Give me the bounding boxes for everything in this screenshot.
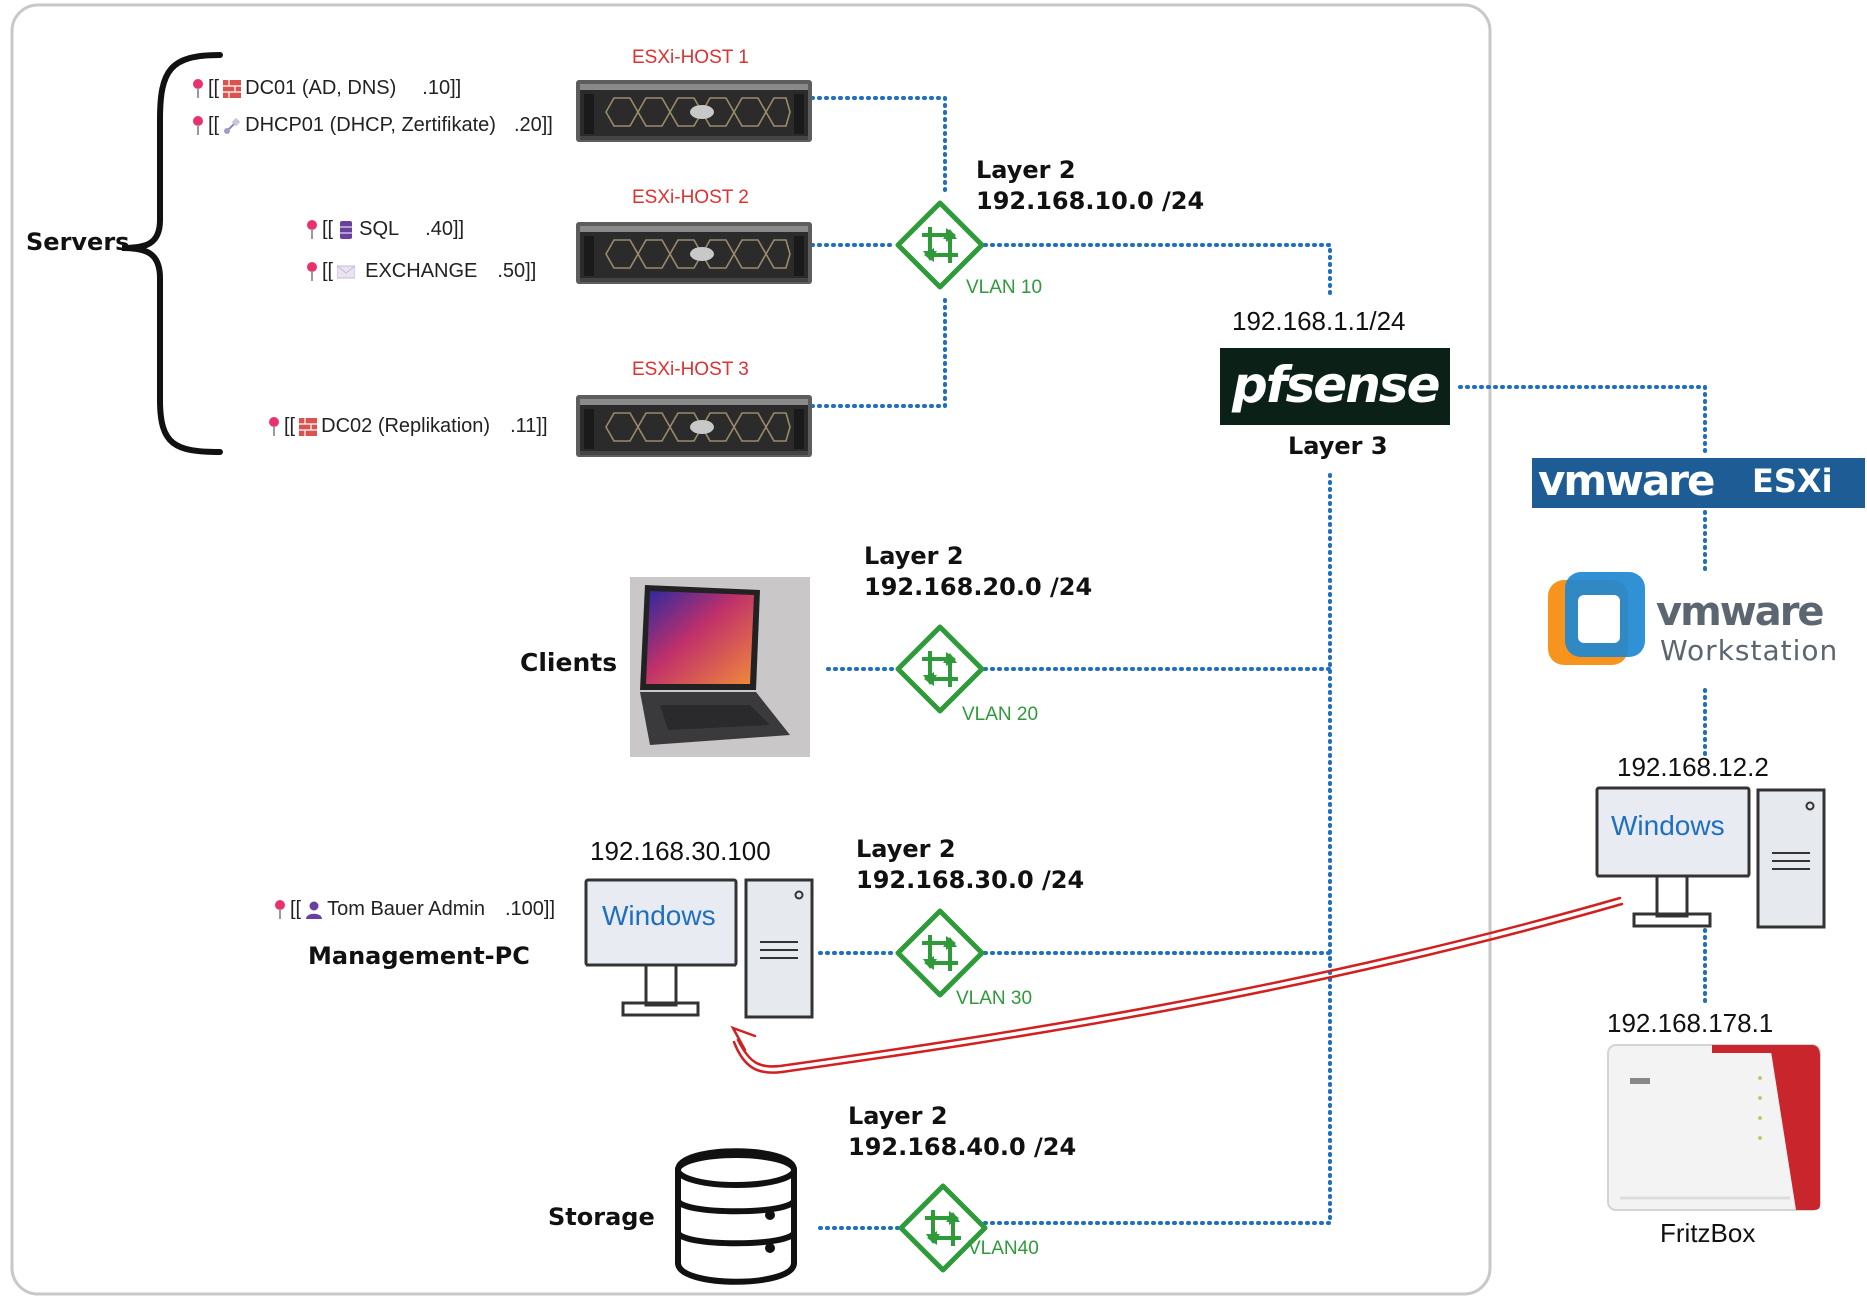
vlan-20-label: VLAN 20 bbox=[962, 704, 1039, 725]
envelope-icon bbox=[337, 265, 356, 278]
switch-vlan-20 bbox=[898, 627, 982, 711]
subnet-label: 192.168.30.0 /24 bbox=[856, 866, 1085, 894]
brick-wall-icon bbox=[299, 417, 318, 436]
entry-name: DC02 (Replikation) bbox=[321, 415, 491, 437]
network-vlan-40-info: Layer 2 192.168.40.0 /24 bbox=[848, 1101, 1076, 1163]
fritzbox-label: FritzBox bbox=[1660, 1218, 1756, 1248]
layer-label: Layer 2 bbox=[976, 156, 1076, 184]
fritzbox-router-icon bbox=[1607, 1044, 1821, 1211]
pin-icon bbox=[306, 261, 318, 282]
esxi-host-3-server bbox=[575, 394, 813, 458]
entry-address: .10]] bbox=[422, 77, 462, 99]
network-vlan-20-info: Layer 2 192.168.20.0 /24 bbox=[864, 541, 1092, 603]
database-icon bbox=[340, 220, 353, 239]
entry-address: .100]] bbox=[504, 898, 556, 920]
brick-wall-icon bbox=[223, 79, 242, 98]
pin-icon bbox=[192, 78, 204, 99]
subnet-label: 192.168.20.0 /24 bbox=[864, 573, 1093, 601]
pfsense-logo-box bbox=[1220, 348, 1450, 425]
storage-label: Storage bbox=[548, 1203, 655, 1231]
network-vlan-10-info: Layer 2 192.168.10.0 /24 bbox=[976, 155, 1204, 217]
satellite-icon bbox=[224, 117, 241, 134]
entry-name: Tom Bauer Admin bbox=[327, 898, 485, 920]
clients-label: Clients bbox=[520, 648, 618, 677]
router-layer-label: Layer 3 bbox=[1288, 432, 1388, 460]
entry-prefix: [[ bbox=[208, 114, 220, 136]
vmware-esxi-banner bbox=[1532, 458, 1865, 508]
entry-prefix: [[ bbox=[322, 260, 334, 282]
entry-address: .40]] bbox=[425, 218, 465, 240]
vmware-workstation-logo-icon bbox=[1548, 572, 1645, 665]
vlan-10-label: VLAN 10 bbox=[966, 277, 1043, 298]
vlan-30-label: VLAN 30 bbox=[956, 988, 1033, 1009]
server-entry-dc02: [[ DC02 (Replikation) .11]] bbox=[268, 415, 548, 438]
entry-prefix: [[ bbox=[208, 77, 220, 99]
network-frame bbox=[10, 3, 1492, 1296]
router-ip: 192.168.1.1/24 bbox=[1232, 306, 1406, 336]
servers-label: Servers bbox=[26, 228, 130, 256]
server-entry-dc01: [[ DC01 (AD, DNS) .10]] bbox=[192, 77, 461, 100]
layer-label: Layer 2 bbox=[848, 1102, 948, 1130]
esxi-vmware-brand: vmware bbox=[1538, 456, 1715, 505]
network-vlan-30-info: Layer 2 192.168.30.0 /24 bbox=[856, 834, 1084, 896]
storage-icon bbox=[675, 1148, 797, 1285]
pin-icon bbox=[268, 416, 280, 437]
entry-address: .11]] bbox=[510, 415, 548, 437]
pfsense-logo-text: pfsense bbox=[1232, 356, 1440, 414]
server-entry-sql: [[ SQL .40]] bbox=[306, 218, 464, 241]
servers-brace bbox=[121, 52, 223, 455]
esxi-host-2-server bbox=[575, 221, 813, 285]
layer-label: Layer 2 bbox=[856, 835, 956, 863]
person-icon bbox=[306, 901, 323, 919]
entry-name: DC01 (AD, DNS) bbox=[245, 77, 397, 99]
host-pc-icon bbox=[1595, 786, 1826, 929]
entry-prefix: [[ bbox=[290, 898, 302, 920]
laptop-image bbox=[630, 577, 810, 757]
remote-access-arrow bbox=[730, 896, 1624, 1074]
esxi-product-name: ESXi bbox=[1752, 462, 1833, 500]
workstation-vmware-brand: vmware bbox=[1656, 589, 1825, 635]
host-pc-ip: 192.168.12.2 bbox=[1617, 752, 1769, 782]
vlan-40-label: VLAN40 bbox=[968, 1238, 1039, 1259]
esxi-host-1-server bbox=[575, 79, 813, 143]
fritzbox-ip: 192.168.178.1 bbox=[1607, 1008, 1774, 1038]
management-pc-label: Management-PC bbox=[308, 942, 530, 970]
host-screen-text: Windows bbox=[1611, 810, 1725, 841]
server-entry-exchange: [[ EXCHANGE .50]] bbox=[306, 260, 536, 283]
switch-vlan-30 bbox=[898, 911, 982, 995]
network-links bbox=[810, 96, 1707, 1230]
switch-vlan-10 bbox=[898, 203, 982, 287]
entry-prefix: [[ bbox=[322, 218, 334, 240]
pin-icon bbox=[192, 115, 204, 136]
entry-name: DHCP01 (DHCP, Zertifikate) bbox=[245, 114, 496, 136]
server-entry-admin: [[ Tom Bauer Admin .100]] bbox=[274, 898, 555, 921]
subnet-label: 192.168.10.0 /24 bbox=[976, 187, 1205, 215]
entry-address: .20]] bbox=[513, 114, 553, 136]
esxi-host-2-label: ESXi-HOST 2 bbox=[632, 187, 749, 208]
management-pc-icon bbox=[584, 878, 814, 1019]
entry-prefix: [[ bbox=[284, 415, 296, 437]
workstation-product-name: Workstation bbox=[1660, 634, 1839, 667]
management-screen-text: Windows bbox=[602, 900, 716, 931]
entry-address: .50]] bbox=[497, 260, 537, 282]
management-pc-ip: 192.168.30.100 bbox=[590, 836, 771, 866]
entry-name: SQL bbox=[359, 218, 400, 240]
layer-label: Layer 2 bbox=[864, 542, 964, 570]
esxi-host-1-label: ESXi-HOST 1 bbox=[632, 47, 749, 68]
pin-icon bbox=[306, 219, 318, 240]
esxi-host-3-label: ESXi-HOST 3 bbox=[632, 359, 749, 380]
pin-icon bbox=[274, 899, 286, 920]
entry-name: EXCHANGE bbox=[365, 260, 478, 282]
subnet-label: 192.168.40.0 /24 bbox=[848, 1133, 1077, 1161]
server-entry-dhcp01: [[ DHCP01 (DHCP, Zertifikate) .20]] bbox=[192, 114, 553, 137]
